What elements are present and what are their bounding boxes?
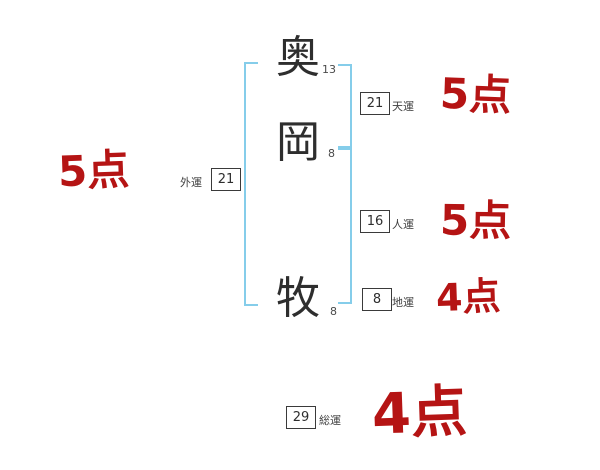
person-luck-bracket xyxy=(338,146,352,304)
souun-value-box: 29 xyxy=(286,406,316,429)
souun-score: 4点 xyxy=(370,379,469,448)
heaven-luck-bracket xyxy=(338,64,352,150)
name-char-2-strokes: 8 xyxy=(328,147,335,160)
gaiun-score: 5点 xyxy=(57,144,131,197)
tenun-score: 5点 xyxy=(439,68,513,121)
chiun-label: 地運 xyxy=(392,296,414,309)
chiun-score: 4点 xyxy=(435,273,502,321)
name-char-2: 岡 xyxy=(276,117,320,168)
gaiun-label: 外運 xyxy=(180,176,202,189)
souun-label: 総運 xyxy=(319,414,341,427)
name-char-3-strokes: 8 xyxy=(330,305,337,318)
jinun-label: 人運 xyxy=(392,218,414,231)
name-char-1: 奥 xyxy=(276,32,320,83)
tenun-value-box: 21 xyxy=(360,92,390,115)
jinun-value-box: 16 xyxy=(360,210,390,233)
gaiun-value-box: 21 xyxy=(211,168,241,191)
name-char-1-strokes: 13 xyxy=(322,63,336,76)
tenun-label: 天運 xyxy=(392,100,414,113)
chiun-value-box: 8 xyxy=(362,288,392,311)
name-char-3: 牧 xyxy=(276,273,320,324)
jinun-score: 5点 xyxy=(439,195,512,246)
outer-luck-bracket xyxy=(244,62,258,306)
